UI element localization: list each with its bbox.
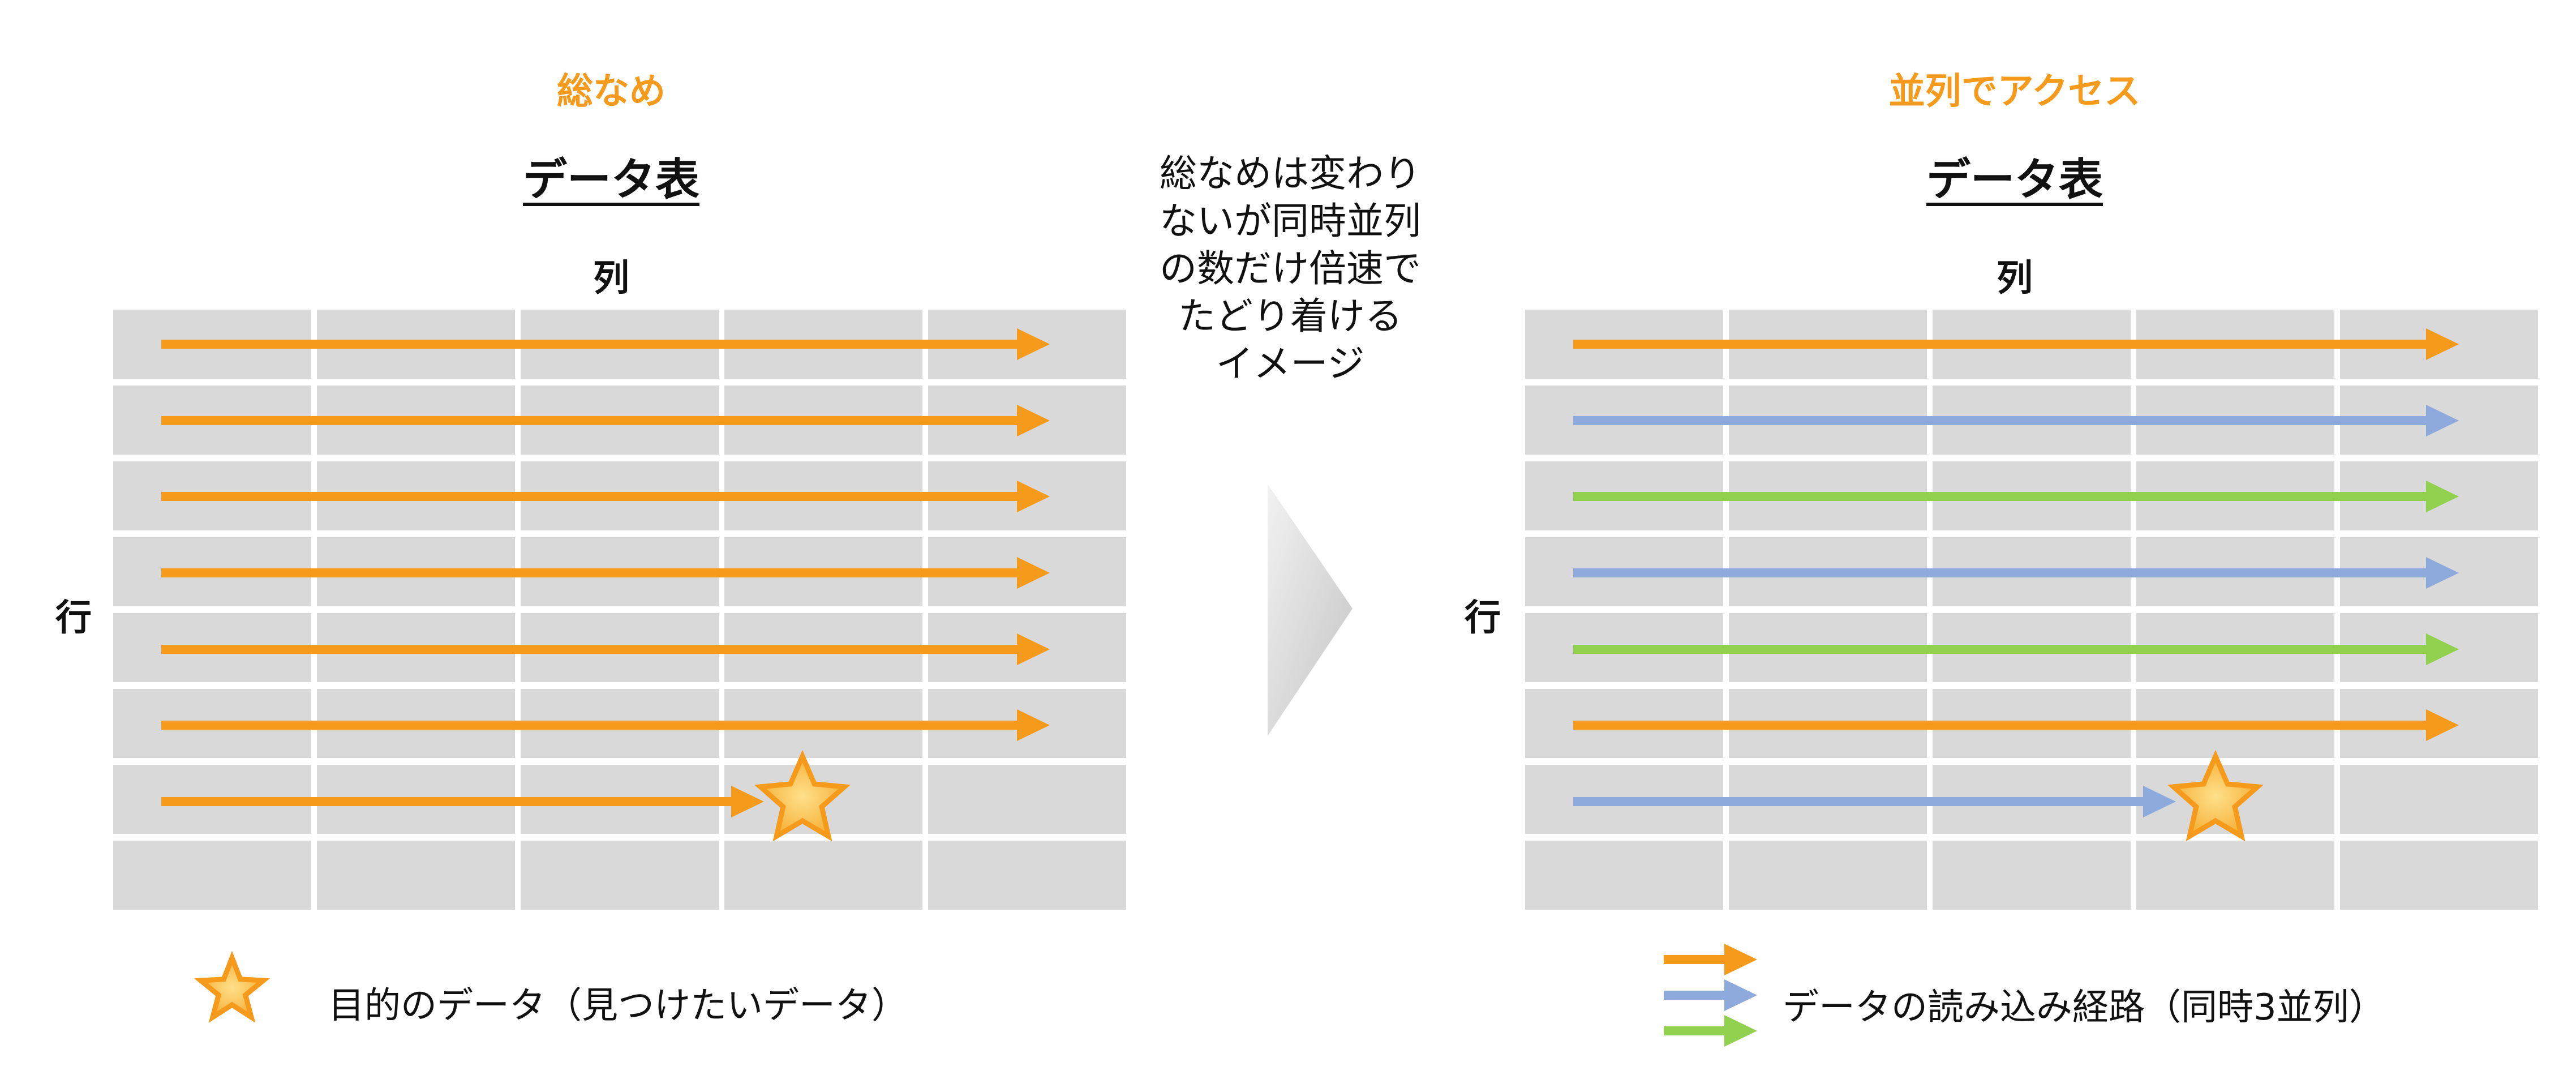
- left-column-label: 列: [593, 258, 629, 299]
- right-row-label: 行: [1465, 597, 1501, 639]
- row-arrow-shaft: [1573, 721, 2426, 730]
- legend-right-text: データの読み込み経路（同時3並列）: [1783, 987, 2385, 1029]
- middle-explanation: 総なめは変わり ないが同時並列 の数だけ倍速で たどり着ける イメージ: [1092, 150, 1488, 388]
- left-row-label: 行: [55, 597, 92, 639]
- row-arrow-head: [2426, 633, 2459, 665]
- row-arrow-head: [2426, 557, 2459, 589]
- orange-arrow-icon-shaft: [1664, 955, 1724, 964]
- row-arrow-head: [2426, 481, 2459, 512]
- row-arrow-shaft: [161, 721, 1017, 730]
- table-cell: [928, 765, 1126, 834]
- right-table-title: データ表: [1926, 155, 2103, 205]
- middle-line: 総なめは変わり: [1160, 152, 1421, 195]
- blue-arrow-icon-head: [1724, 979, 1757, 1011]
- right-column-label: 列: [1997, 258, 2033, 299]
- row-arrow-head: [2143, 786, 2176, 817]
- row-arrow-head: [731, 786, 764, 817]
- row-arrow-shaft: [1573, 340, 2426, 349]
- chevron-right-icon: [1268, 484, 1353, 736]
- table-cell: [928, 841, 1126, 910]
- legend-left-text: 目的のデータ（見つけたいデータ）: [328, 985, 908, 1027]
- orange-arrow-icon-head: [1724, 944, 1757, 975]
- table-cell: [521, 841, 719, 910]
- row-arrow-head: [1017, 405, 1050, 436]
- row-arrow-head: [2426, 709, 2459, 741]
- row-arrow-shaft: [1573, 416, 2426, 425]
- table-cell: [113, 841, 311, 910]
- row-arrow-head: [2426, 328, 2459, 360]
- row-arrow-shaft: [161, 340, 1017, 349]
- row-arrow-head: [1017, 709, 1050, 741]
- target-star-icon: [754, 750, 851, 842]
- table-cell: [1525, 841, 1723, 910]
- left-data-table: [113, 310, 1126, 910]
- middle-line: ないが同時並列: [1160, 199, 1421, 243]
- blue-arrow-icon-shaft: [1664, 991, 1724, 1000]
- row-arrow-shaft: [161, 568, 1017, 577]
- left-heading: 総なめ: [557, 71, 666, 113]
- row-arrow-head: [2426, 405, 2459, 436]
- table-cell: [1933, 841, 2131, 910]
- table-cell: [1729, 841, 1927, 910]
- table-cell: [724, 841, 922, 910]
- green-arrow-icon-head: [1724, 1015, 1757, 1047]
- row-arrow-shaft: [1573, 645, 2426, 654]
- target-star-icon: [2167, 750, 2264, 842]
- row-arrow-shaft: [161, 416, 1017, 425]
- middle-line: の数だけ倍速で: [1160, 247, 1421, 290]
- table-cell: [2340, 841, 2538, 910]
- row-arrow-shaft: [1573, 568, 2426, 577]
- row-arrow-shaft: [161, 797, 731, 806]
- row-arrow-head: [1017, 633, 1050, 665]
- right-heading: 並列でアクセス: [1888, 71, 2141, 113]
- green-arrow-icon-shaft: [1664, 1026, 1724, 1035]
- table-cell: [317, 841, 515, 910]
- row-arrow-shaft: [1573, 492, 2426, 501]
- left-table-title: データ表: [522, 155, 699, 205]
- row-arrow-shaft: [161, 492, 1017, 501]
- row-arrow-head: [1017, 481, 1050, 512]
- right-data-table: [1525, 310, 2538, 910]
- row-arrow-shaft: [161, 645, 1017, 654]
- table-cell: [2340, 765, 2538, 834]
- middle-line: イメージ: [1216, 342, 1365, 386]
- row-arrow-head: [1017, 328, 1050, 360]
- row-arrow-head: [1017, 557, 1050, 589]
- left-row-arrows: [161, 328, 1050, 817]
- table-cell: [2136, 841, 2334, 910]
- row-arrow-shaft: [1573, 797, 2143, 806]
- star-icon: [194, 950, 271, 1023]
- middle-line: たどり着ける: [1178, 294, 1402, 338]
- right-row-arrows: [1573, 328, 2459, 817]
